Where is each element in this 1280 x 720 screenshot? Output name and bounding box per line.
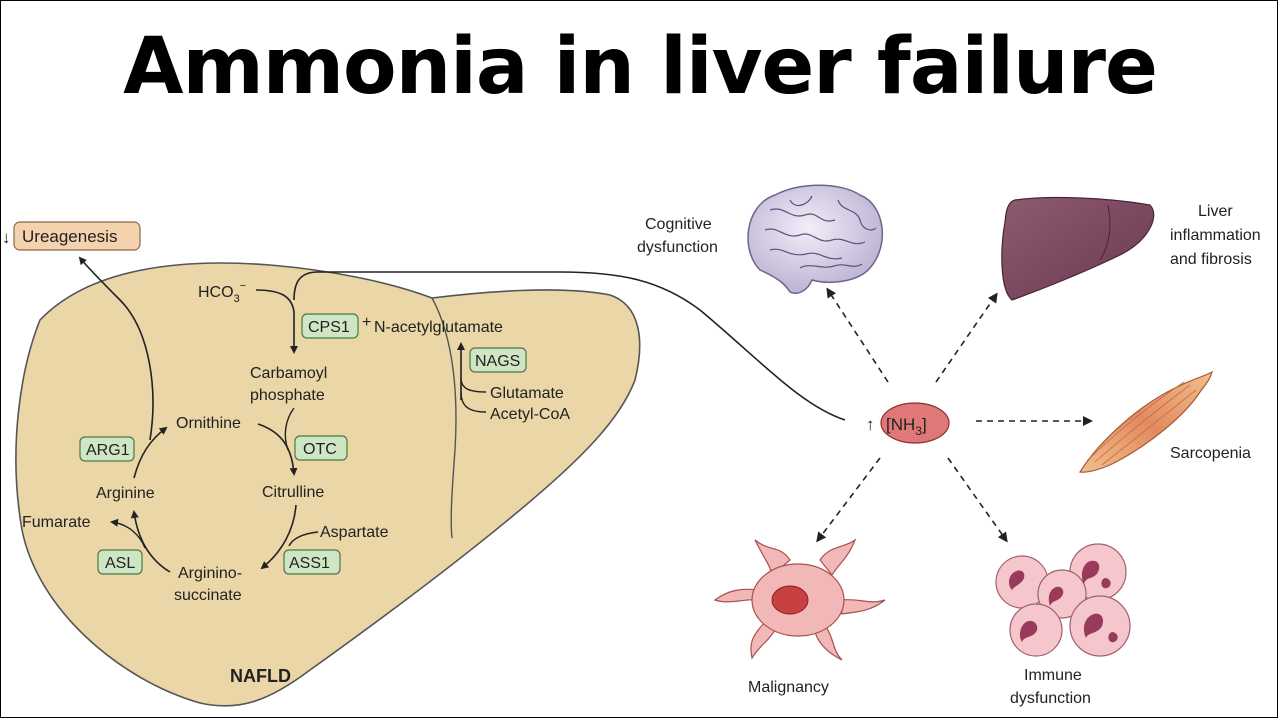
asl-box [97, 549, 143, 575]
nafld-label: NAFLD [230, 666, 291, 686]
ornithine-to-citrulline-arrow [257, 423, 298, 476]
liver-effect-label-1: Liver [1198, 203, 1233, 220]
acetyl-coa-label: Acetyl-CoA [490, 406, 570, 423]
hco3-label: HCO3− [198, 280, 246, 305]
nh3-label: [NH3] [886, 415, 927, 438]
otc-box [294, 435, 348, 461]
fumarate-arrow [110, 518, 146, 549]
sarcopenia-label: Sarcopenia [1170, 445, 1251, 462]
ureagenesis-label: Ureagenesis [22, 227, 117, 246]
nags-label: NAGS [475, 353, 520, 370]
cps1-label: CPS1 [308, 319, 350, 336]
immune-label-2: dysfunction [1010, 690, 1091, 707]
acetylcoa-line [460, 391, 487, 413]
immune-label-1: Immune [1024, 667, 1082, 684]
nh3-link-line [293, 271, 846, 421]
citrulline-label: Citrulline [262, 484, 324, 501]
cognitive-label-2: dysfunction [637, 239, 718, 256]
muscle-icon [1078, 370, 1213, 473]
arrow-to-immune [947, 457, 1008, 543]
liver-lobe-line [431, 297, 457, 539]
effect-arrows [816, 287, 1093, 543]
glutamate-line [460, 377, 487, 393]
arrow-to-malignancy [816, 457, 881, 543]
nags-box [469, 347, 527, 373]
argininosuccinate-to-arginine-arrow [130, 510, 171, 573]
argininosuccinate-label-1: Arginino- [178, 565, 242, 582]
liver-organ-icon [1001, 196, 1155, 301]
slide-title: Ammonia in liver failure [123, 22, 1158, 112]
liver-effect-label-3: and fibrosis [1170, 251, 1252, 268]
malignancy-label: Malignancy [748, 679, 829, 696]
immune-cells-icon [995, 543, 1131, 657]
malignant-cell-icon [713, 538, 886, 661]
hco3-to-carbamoyl-arrow [255, 289, 298, 354]
aspartate-line [288, 531, 319, 547]
asl-label: ASL [105, 555, 135, 572]
fumarate-label: Fumarate [22, 514, 91, 531]
plus-sign: + [362, 314, 371, 331]
liver-shape [15, 262, 641, 707]
argininosuccinate-label-2: succinate [174, 587, 242, 604]
nh3-ellipse [880, 402, 950, 444]
arginine-to-ornithine-arrow [133, 426, 168, 479]
aspartate-label: Aspartate [320, 524, 389, 541]
ureagenesis-arrow: ↓ [2, 228, 11, 247]
ass1-label: ASS1 [289, 555, 330, 572]
citrulline-to-argininosuccinate-arrow [260, 504, 297, 570]
arrow-to-cognitive [826, 287, 889, 383]
ureagenesis-box [13, 221, 141, 251]
ass1-box [283, 549, 341, 575]
arrow-to-liver [935, 292, 998, 383]
arg1-label: ARG1 [86, 442, 130, 459]
carbamoyl-label: Carbamoyl [250, 365, 327, 382]
carbamoyl-merge-line [284, 407, 295, 451]
cognitive-label-1: Cognitive [645, 216, 712, 233]
otc-label: OTC [303, 441, 337, 458]
glutamate-label: Glutamate [490, 385, 564, 402]
liver-effect-label-2: inflammation [1170, 227, 1261, 244]
arg1-box [79, 436, 135, 462]
cps1-box [301, 313, 359, 339]
arginine-to-urea-arrow [78, 256, 154, 441]
ornithine-label: Ornithine [176, 415, 241, 432]
phosphate-label: phosphate [250, 387, 325, 404]
nh3-up-arrow: ↑ [866, 415, 875, 434]
brain-icon [747, 184, 884, 294]
n-acetylglutamate-label: N-acetylglutamate [374, 319, 503, 336]
arginine-label: Arginine [96, 485, 155, 502]
